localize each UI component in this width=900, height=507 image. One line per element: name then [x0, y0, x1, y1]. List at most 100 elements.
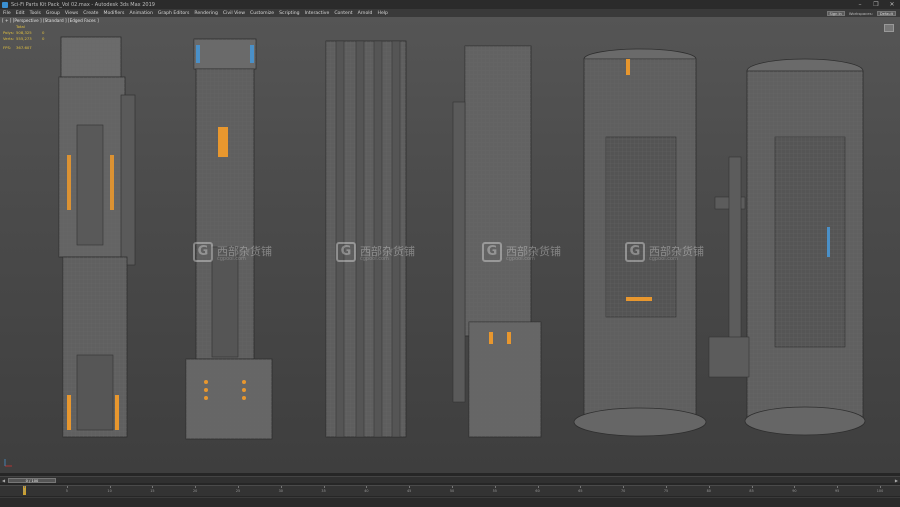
- timeline-tick: [109, 486, 111, 488]
- timeline-tick-label: 100: [876, 489, 884, 493]
- menu-interactive[interactable]: Interactive: [304, 10, 330, 16]
- stats-total-label: Total: [16, 24, 25, 29]
- stats-polys-selected: 0: [42, 30, 45, 35]
- menu-create[interactable]: Create: [83, 10, 99, 16]
- menu-right-area: Sign In Workspaces: Default: [823, 9, 896, 17]
- close-button[interactable]: ✕: [889, 1, 895, 8]
- timeline-tick-label: 20: [193, 489, 198, 493]
- viewcube-icon[interactable]: [884, 24, 894, 32]
- timeline-tick-label: 0: [22, 489, 26, 493]
- window-title: Sci-Fi Parts Kit Pack_Vol 02.max - Autod…: [11, 1, 155, 8]
- minimize-button[interactable]: –: [858, 1, 862, 8]
- timeline-tick-label: 65: [578, 489, 583, 493]
- timeline-tick: [195, 486, 197, 488]
- timeline-tick-label: 40: [364, 489, 369, 493]
- scifi-pillar-model-4[interactable]: [445, 42, 545, 442]
- timeline-tick-label: 30: [278, 489, 283, 493]
- watermark-text: 西部杂货铺: [506, 245, 561, 258]
- menu-edit[interactable]: Edit: [15, 10, 25, 16]
- stats-polys-label: Polys:: [3, 30, 15, 35]
- prev-frame-icon[interactable]: ◀: [2, 478, 6, 483]
- timeline-tick-label: 85: [749, 489, 754, 493]
- viewport-label[interactable]: [ + ] [Perspective ] [Standard ] [Edged …: [2, 18, 99, 23]
- watermark-logo-icon: G: [482, 242, 502, 262]
- menu-tools[interactable]: Tools: [29, 10, 41, 16]
- axis-tripod-icon: [4, 459, 12, 467]
- timeline-tick-label: 75: [663, 489, 669, 493]
- timeline-tick-label: 70: [621, 489, 626, 493]
- timeline-cursor[interactable]: [23, 486, 26, 495]
- watermark-text: 西部杂货铺: [217, 245, 272, 258]
- menu-modifiers[interactable]: Modifiers: [103, 10, 125, 16]
- timeline-tick-label: 95: [835, 489, 840, 493]
- workspaces-label: Workspaces:: [848, 10, 873, 16]
- sign-in-dropdown[interactable]: Sign In: [826, 10, 845, 16]
- timeline-tick: [751, 486, 753, 488]
- timeline-tick-label: 60: [535, 489, 540, 493]
- menu-content[interactable]: Content: [334, 10, 353, 16]
- next-frame-icon[interactable]: ▶: [894, 478, 898, 483]
- menu-customize[interactable]: Customize: [250, 10, 275, 16]
- timeline-tick-label: 10: [107, 489, 112, 493]
- timeline-tick-label: 25: [235, 489, 241, 493]
- timeline-tick-label: 5: [65, 489, 68, 493]
- menu-animation[interactable]: Animation: [129, 10, 153, 16]
- watermark-url: cgpool.com: [649, 256, 678, 262]
- timeline-tick: [66, 486, 68, 488]
- menu-help[interactable]: Help: [377, 10, 388, 16]
- watermark-url: cgpool.com: [506, 256, 535, 262]
- scifi-pillar-model-3[interactable]: [322, 39, 410, 439]
- timeline-tick: [323, 486, 325, 488]
- watermark-logo-icon: G: [336, 242, 356, 262]
- menu-group[interactable]: Group: [45, 10, 60, 16]
- stats-fps-label: FPS:: [3, 45, 12, 50]
- menu-bar: File Edit Tools Group Views Create Modif…: [0, 9, 900, 17]
- stats-polys-value: 508,325: [16, 30, 32, 35]
- watermark-url: cgpool.com: [217, 256, 246, 262]
- timeline-tick: [837, 486, 839, 488]
- timeline-tick-label: 35: [321, 489, 326, 493]
- timeline-tick: [24, 486, 25, 488]
- menu-graph-editors[interactable]: Graph Editors: [157, 10, 190, 16]
- timeline-tick-label: 50: [449, 489, 455, 493]
- menu-civil-view[interactable]: Civil View: [222, 10, 246, 16]
- perspective-viewport[interactable]: [ + ] [Perspective ] [Standard ] [Edged …: [0, 17, 900, 473]
- menu-arnold[interactable]: Arnold: [357, 10, 373, 16]
- watermark-url: cgpool.com: [360, 256, 389, 262]
- timeline-tick: [580, 486, 582, 488]
- timeline-tick: [152, 486, 154, 488]
- stats-verts-value: 555,273: [16, 36, 32, 41]
- timeline-tick: [366, 486, 368, 488]
- scifi-tank-model-6[interactable]: [705, 57, 870, 442]
- watermark-text: 西部杂货铺: [649, 245, 704, 258]
- title-bar: Sci-Fi Parts Kit Pack_Vol 02.max - Autod…: [0, 0, 900, 9]
- stats-verts-selected: 0: [42, 36, 45, 41]
- status-strip: [0, 497, 900, 507]
- timeline-tick: [666, 486, 667, 488]
- 3dsmax-app-icon[interactable]: [2, 1, 8, 8]
- time-slider[interactable]: 0 / 100: [8, 478, 56, 483]
- timeline-tick: [794, 486, 796, 488]
- menu-file[interactable]: File: [3, 10, 11, 16]
- timeline-tick: [280, 486, 282, 488]
- workspace-dropdown[interactable]: Default: [876, 10, 896, 16]
- timeline-tick-label: 90: [792, 489, 797, 493]
- stats-fps-value: 367.607: [16, 45, 32, 50]
- menu-scripting[interactable]: Scripting: [279, 10, 300, 16]
- timeline-tick: [494, 486, 496, 488]
- scifi-tank-model-5[interactable]: [570, 47, 710, 447]
- watermark-text: 西部杂货铺: [360, 245, 415, 258]
- scifi-pillar-model-2[interactable]: [182, 37, 277, 442]
- scifi-pillar-model-1[interactable]: [55, 35, 140, 440]
- menu-rendering[interactable]: Rendering: [194, 10, 218, 16]
- timeline-tick: [452, 486, 453, 488]
- menu-views[interactable]: Views: [64, 10, 79, 16]
- maximize-button[interactable]: ❐: [873, 1, 879, 8]
- time-slider-bar: ◀ 0 / 100 ▶: [0, 476, 900, 483]
- timeline-tick: [537, 486, 539, 488]
- timeline-tick: [880, 486, 881, 488]
- timeline-tick-label: 80: [706, 489, 711, 493]
